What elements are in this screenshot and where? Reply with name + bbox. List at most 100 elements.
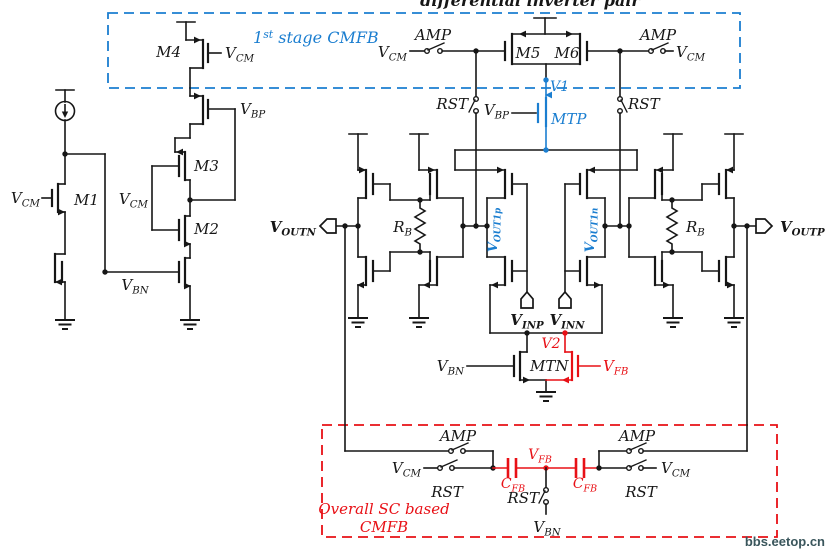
- port-vinp: [520, 290, 534, 309]
- label-vcm: VCM: [225, 44, 255, 65]
- label-vcm-2: VCM: [119, 190, 149, 211]
- port-voutp: [755, 218, 774, 234]
- switch-lever: [427, 42, 445, 51]
- junction-dot: [669, 249, 675, 255]
- switch-lever: [629, 459, 647, 468]
- first-stage-cmfb-box: [107, 12, 741, 89]
- junction-dot: [617, 223, 623, 229]
- label-amp-2: AMP: [638, 26, 677, 44]
- label-v1: V1: [550, 79, 569, 95]
- label-vfb: VFB: [603, 357, 629, 378]
- mos-arrow: [194, 92, 201, 100]
- label-vout1n: VOUT1n: [583, 208, 601, 253]
- label-amp-3: AMP: [438, 427, 477, 445]
- mos-arrow: [357, 281, 364, 289]
- mos-arrow: [663, 281, 670, 289]
- mos-arrow: [359, 166, 366, 174]
- label-vinn: VINN: [549, 311, 585, 332]
- mos-arrow: [58, 208, 65, 216]
- junction-dot: [473, 223, 479, 229]
- label-overall_cmfb_1: Overall SC based: [318, 500, 449, 518]
- label-vcm-5: VCM: [676, 43, 706, 64]
- label-vinp: VINP: [510, 311, 544, 332]
- label-v2: V2: [541, 336, 560, 352]
- label-rst-3: RST: [430, 483, 464, 501]
- label-m3: M3: [193, 157, 219, 175]
- label-vcm-6: VCM: [392, 459, 422, 480]
- mos-arrow: [562, 376, 569, 384]
- label-vfb-2: VFB: [528, 447, 552, 466]
- resistor-rb-right: [665, 200, 679, 252]
- label-vbn: VBN: [121, 276, 149, 297]
- label-vbp-2: VBP: [484, 101, 509, 122]
- junction-dot: [355, 223, 361, 229]
- mos-arrow: [519, 30, 526, 38]
- resistor-rb-left: [413, 200, 427, 252]
- label-m6: M6: [554, 44, 580, 62]
- label-m1: M1: [73, 191, 99, 209]
- junction-dot: [543, 147, 549, 153]
- label-voutp: VOUTP: [780, 218, 825, 239]
- junction-dot: [602, 223, 608, 229]
- mos-arrow: [184, 282, 191, 290]
- switch-lever: [629, 442, 647, 451]
- label-mtp: MTP: [550, 110, 587, 128]
- label-rb: RB: [392, 218, 412, 239]
- switch-lever: [538, 490, 546, 504]
- mos-arrow: [566, 30, 573, 38]
- junction-dot: [731, 223, 737, 229]
- label-title: differential inverter pair: [420, 0, 641, 10]
- label-m4: M4: [155, 43, 181, 61]
- label-vbn-3: VBN: [533, 518, 561, 539]
- switch-lever: [451, 442, 469, 451]
- switch-lever: [651, 42, 669, 51]
- label-vout1p: VOUT1p: [486, 207, 504, 252]
- label-vcm-7: VCM: [661, 459, 691, 480]
- switch-lever: [468, 99, 476, 113]
- label-rst-2: RST: [627, 95, 661, 113]
- label-rst-4: RST: [506, 489, 540, 507]
- label-stage1_cmfb: 1st stage CMFB: [253, 28, 379, 47]
- label-rb-2: RB: [685, 218, 705, 239]
- label-vbn-2: VBN: [437, 357, 465, 378]
- label-vcm-3: VCM: [11, 189, 41, 210]
- junction-dot: [417, 249, 423, 255]
- label-voutn: VOUTN: [270, 218, 317, 239]
- overall-cmfb-box: [321, 424, 778, 538]
- mos-arrow: [423, 281, 430, 289]
- label-vbp: VBP: [240, 100, 265, 121]
- junction-dot: [187, 197, 193, 203]
- mos-arrow: [497, 166, 504, 174]
- mos-arrow: [588, 166, 595, 174]
- mos-arrow: [55, 278, 62, 286]
- switch-lever: [440, 459, 458, 468]
- mos-arrow: [594, 281, 601, 289]
- mos-arrow: [523, 376, 530, 384]
- mos-arrow: [491, 281, 498, 289]
- label-amp: AMP: [413, 26, 452, 44]
- label-cfb-2: CFB: [573, 476, 597, 495]
- mos-arrow: [428, 166, 435, 174]
- label-m2: M2: [193, 220, 219, 238]
- port-voutn: [318, 218, 337, 234]
- label-watermark: bbs.eetop.cn: [745, 534, 825, 549]
- junction-dot: [484, 223, 490, 229]
- label-mtn: MTN: [529, 357, 569, 375]
- mos-arrow: [184, 240, 191, 248]
- label-rst: RST: [435, 95, 469, 113]
- label-amp-4: AMP: [617, 427, 656, 445]
- mos-arrow: [176, 148, 183, 156]
- label-vcm-4: VCM: [378, 43, 408, 64]
- mos-arrow: [727, 281, 734, 289]
- mos-arrow: [545, 91, 552, 99]
- port-vinn: [558, 290, 572, 309]
- mos-arrow: [194, 36, 201, 44]
- switch-lever: [620, 99, 628, 113]
- label-cfb: CFB: [501, 476, 525, 495]
- label-m5: M5: [515, 44, 541, 62]
- label-rst-5: RST: [624, 483, 658, 501]
- mos-arrow: [726, 166, 733, 174]
- label-overall_cmfb_2: CMFB: [360, 518, 408, 536]
